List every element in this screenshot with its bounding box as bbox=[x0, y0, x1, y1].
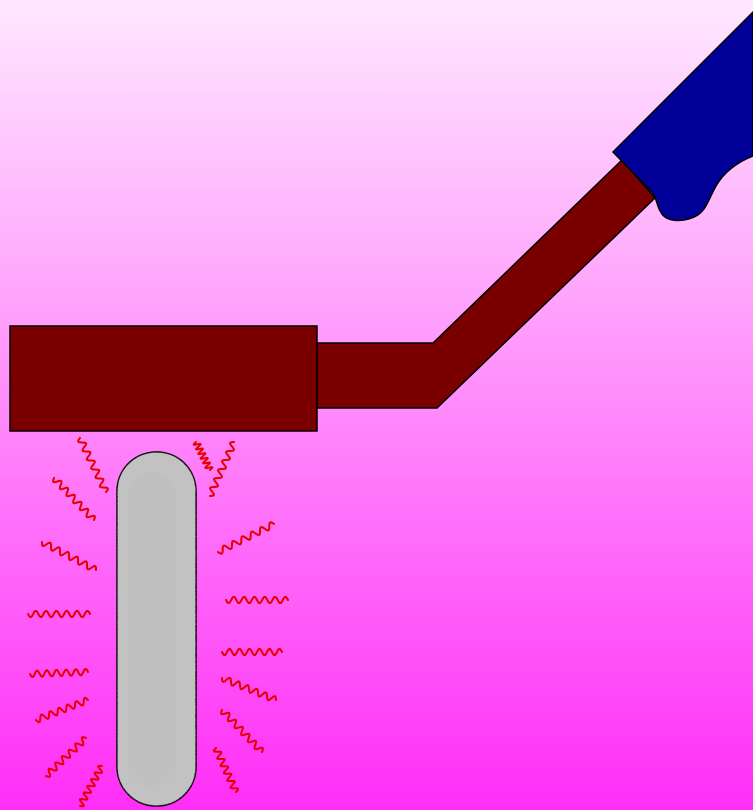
heated-rod-icon bbox=[117, 452, 196, 806]
tool-head-block bbox=[10, 326, 317, 431]
